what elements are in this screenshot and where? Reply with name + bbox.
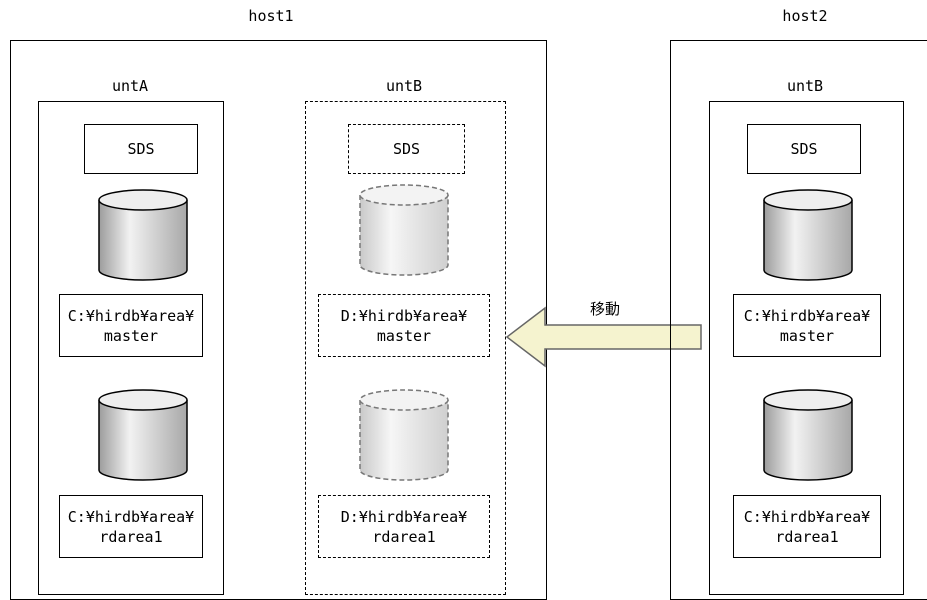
move-arrow-shape [505, 306, 702, 368]
host1-unit-b-master-area-box: D:¥hirdb¥area¥ master [318, 294, 490, 357]
area-name: rdarea1 [99, 527, 163, 546]
host2-unit-b-master-area-box: C:¥hirdb¥area¥ master [733, 294, 881, 357]
area-name: master [103, 326, 159, 345]
area-name: master [376, 326, 432, 345]
host1-unit-a-label: untA [111, 77, 149, 95]
host1-label: host1 [248, 7, 294, 25]
host2-unit-b-rdarea1-area-box: C:¥hirdb¥area¥ rdarea1 [733, 495, 881, 558]
host1-unit-b-rdarea1-area-box: D:¥hirdb¥area¥ rdarea1 [318, 495, 490, 558]
area-name: master [779, 326, 835, 345]
host1-unit-a-master-disk-icon [97, 188, 189, 282]
area-path: D:¥hirdb¥area¥ [340, 306, 468, 325]
host1-unit-b-master-disk-icon [358, 183, 450, 277]
sds-label: SDS [127, 140, 155, 158]
host2-unit-b-sds-box: SDS [747, 124, 861, 174]
host1-unit-a-sds-box: SDS [84, 124, 198, 174]
host1-unit-a-master-area-box: C:¥hirdb¥area¥ master [59, 294, 203, 357]
host1-unit-b-label: untB [385, 77, 423, 95]
area-name: rdarea1 [372, 527, 436, 546]
move-label: 移動 [590, 300, 621, 318]
host1-unit-a-rdarea1-disk-icon [97, 388, 189, 482]
area-name: rdarea1 [775, 527, 839, 546]
host1-unit-a-rdarea1-area-box: C:¥hirdb¥area¥ rdarea1 [59, 495, 203, 558]
area-path: C:¥hirdb¥area¥ [67, 507, 195, 526]
sds-label: SDS [392, 140, 421, 158]
host2-unit-b-master-disk-icon [762, 188, 854, 282]
move-arrow [505, 306, 702, 368]
host2-unit-b-label: untB [786, 77, 824, 95]
host2-unit-b-rdarea1-disk-icon [762, 388, 854, 482]
host1-unit-b-rdarea1-disk-icon [358, 388, 450, 482]
host2-label: host2 [782, 7, 828, 25]
area-path: C:¥hirdb¥area¥ [67, 306, 195, 325]
sds-label: SDS [790, 140, 818, 158]
host1-unit-b-sds-box: SDS [348, 124, 465, 174]
area-path: D:¥hirdb¥area¥ [340, 507, 468, 526]
area-path: C:¥hirdb¥area¥ [743, 507, 871, 526]
area-path: C:¥hirdb¥area¥ [743, 306, 871, 325]
